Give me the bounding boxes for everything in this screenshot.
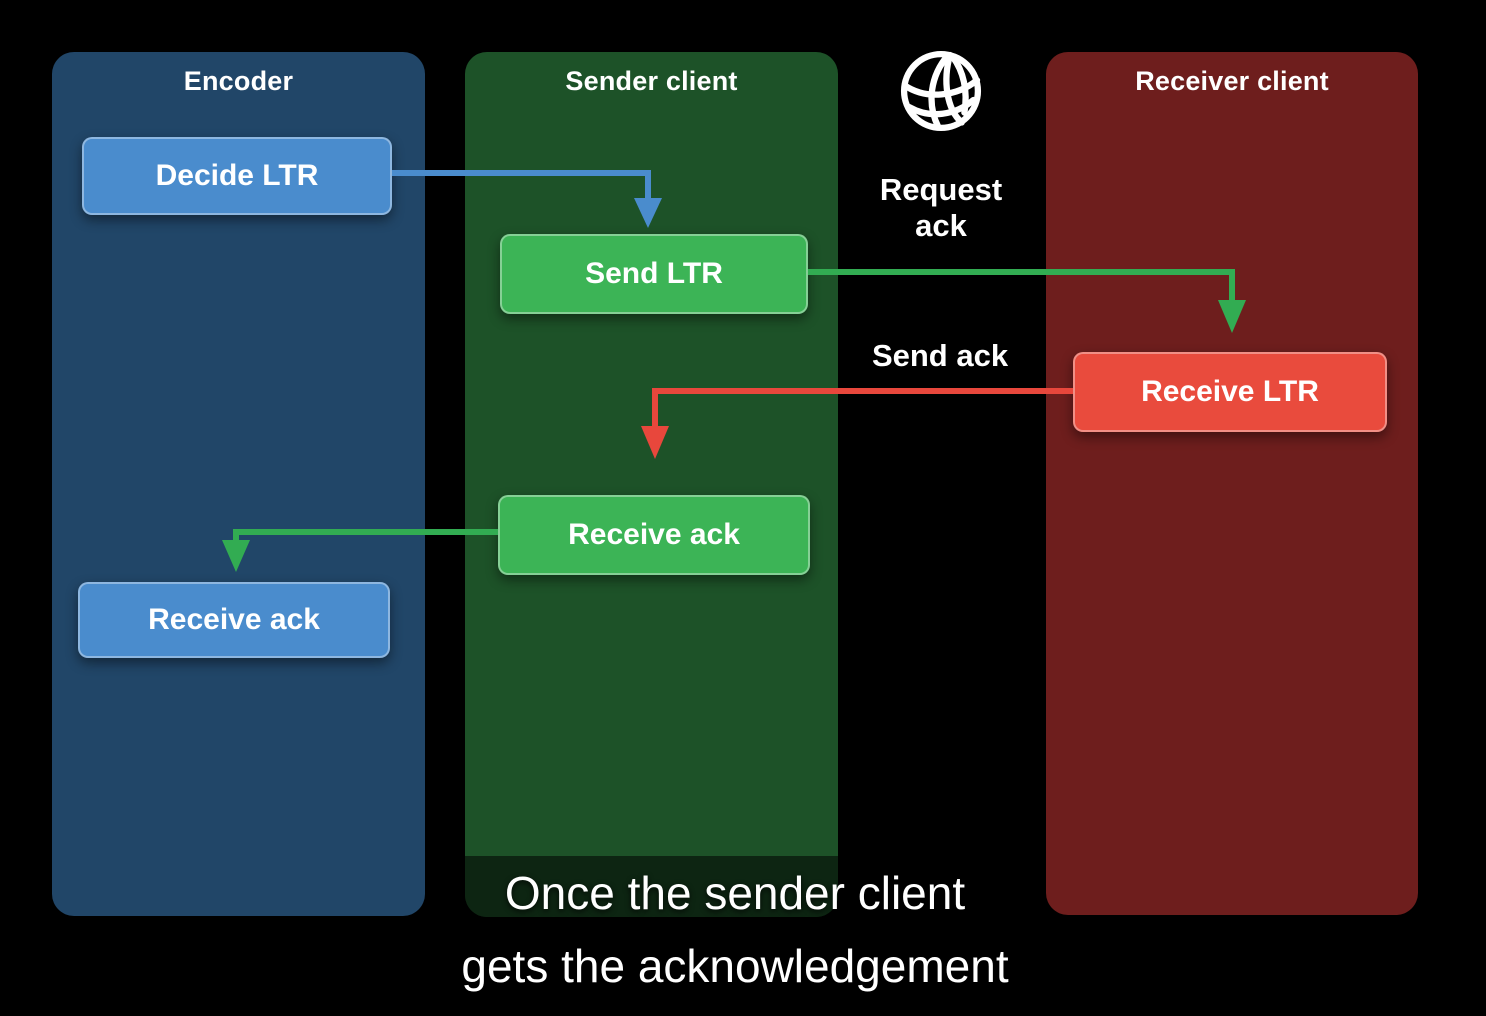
- receive-ack-sender-node: Receive ack: [498, 495, 810, 575]
- caption-line-2: gets the acknowledgement: [461, 940, 1009, 992]
- decide-ltr-node: Decide LTR: [82, 137, 392, 215]
- request-ack-label: Request ack: [879, 172, 1003, 243]
- sender-column: Sender client: [465, 52, 838, 917]
- globe-icon: [900, 50, 982, 132]
- receive-ack-encoder-node: Receive ack: [78, 582, 390, 658]
- encoder-title: Encoder: [183, 66, 294, 96]
- caption-line-1: Once the sender client: [504, 867, 966, 919]
- receive-ltr-node: Receive LTR: [1073, 352, 1387, 432]
- sender-title: Sender client: [565, 66, 738, 96]
- receiver-column: Receiver client: [1046, 52, 1418, 915]
- receiver-title: Receiver client: [1135, 66, 1329, 96]
- caption-backdrop: [465, 856, 838, 917]
- send-ack-label: Send ack: [871, 338, 1009, 373]
- send-ltr-node: Send LTR: [500, 234, 808, 314]
